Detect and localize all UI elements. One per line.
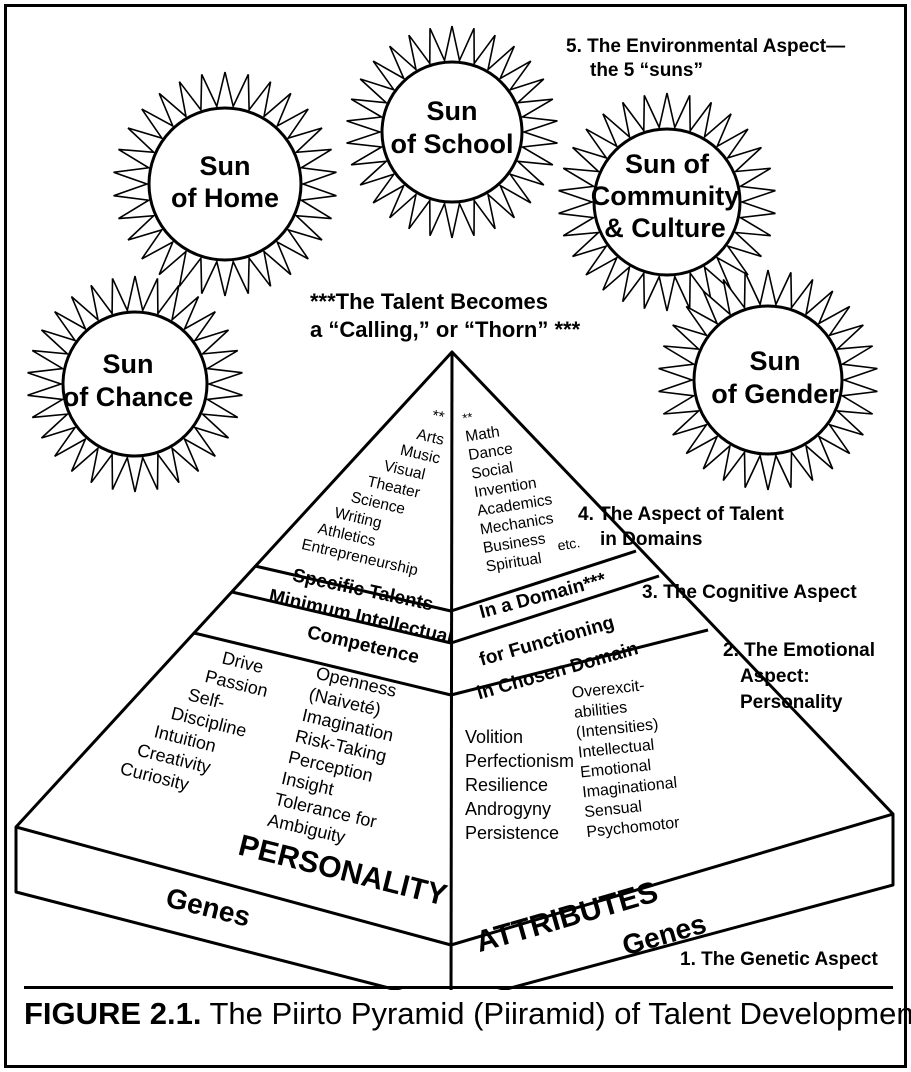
sun-of-community-culture: Sun of Community & Culture [558,92,776,312]
attribute-item-1: Perfectionism [465,751,574,771]
pyramid [14,350,895,990]
sun-home-line2: of Home [171,183,279,213]
aspect-talent-line1: 4. The Aspect of Talent [578,504,785,525]
caption-label: FIGURE 2.1. [24,996,202,1031]
calling-line1: ***The Talent Becomes [310,289,548,314]
caption-rule [24,986,893,989]
figure-caption: FIGURE 2.1. The Piirto Pyramid (Piiramid… [24,996,911,1032]
talents-right-etc: etc. [556,534,581,553]
overexcitability-item-6: Sensual [584,798,643,821]
sun-school-line1: Sun [427,96,478,126]
sun-of-chance: Sun of Chance [27,275,243,493]
overexcitability-item-1: abilities [573,699,628,721]
sun-home-line1: Sun [200,151,251,181]
aspect-talent-line2: in Domains [600,529,702,550]
aspect-emotional-line3: Personality [740,692,843,713]
sun-gender-line2: of Gender [711,379,839,409]
talents-left-list: ** [430,407,445,426]
sun-gender-line1: Sun [750,346,801,376]
aspect-emotional-line2: Aspect: [740,666,810,687]
talent-right-item-2: Social [470,459,514,482]
attribute-item-0: Volition [465,727,523,747]
aspect-environmental-line1: 5. The Environmental Aspect— [566,36,845,57]
attribute-item-3: Androgyny [465,799,551,819]
sun-of-gender: Sun of Gender [658,269,878,491]
aspect-genetic: 1. The Genetic Aspect [680,949,878,970]
sun-of-school: Sun of School [346,25,558,239]
aspect-cognitive: 3. The Cognitive Aspect [642,582,857,603]
piirto-pyramid-diagram: Sun of Home Sun of School Sun of Communi… [14,25,895,990]
attribute-item-2: Resilience [465,775,548,795]
sun-school-line2: of School [391,129,514,159]
talents-right-stars: ** [461,409,473,425]
talent-left-item-0: Arts [415,426,446,449]
calling-line2: a “Calling,” or “Thorn” *** [310,317,581,342]
talent-right-item-0: Math [464,423,501,445]
sun-chance-line2: of Chance [63,382,194,412]
sun-community-line1: Sun of [625,149,710,179]
sun-community-line2: Community [591,181,740,211]
attribute-item-4: Persistence [465,823,559,843]
sun-of-home: Sun of Home [113,71,337,297]
aspect-emotional-line1: 2. The Emotional [723,640,875,661]
aspect-environmental-line2: the 5 “suns” [590,60,703,81]
sun-community-line3: & Culture [604,213,726,243]
talents-left-stars: ** [430,407,445,426]
caption-text: The Piirto Pyramid (Piiramid) of Talent … [201,996,911,1031]
talent-right-item-1: Dance [467,440,514,464]
sun-chance-line1: Sun [103,349,154,379]
